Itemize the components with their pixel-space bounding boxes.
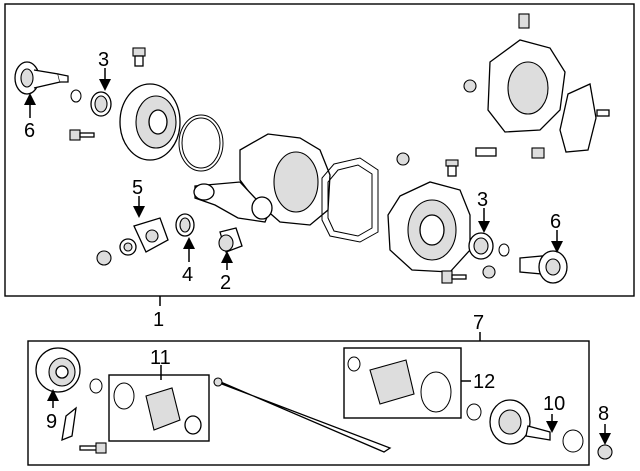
inner-cv-joint-housing <box>35 347 103 394</box>
callout-10: 10 <box>543 393 565 415</box>
callout-7: 7 <box>473 312 484 334</box>
vent-plug <box>132 47 146 67</box>
rear-cover-gasket <box>321 157 379 243</box>
outer-cv-joint <box>489 399 551 445</box>
callout-11: 11 <box>150 347 171 369</box>
bolt-left <box>69 129 95 141</box>
pinion-flange <box>133 217 169 253</box>
coupling-housing <box>463 13 566 133</box>
inner-boot-kit-box <box>108 374 210 442</box>
left-output-flange <box>14 61 69 95</box>
right-axle-seal <box>468 232 494 260</box>
washer-right <box>482 265 496 279</box>
callout-6-right: 6 <box>550 211 561 233</box>
sensor <box>475 147 545 159</box>
carrier-housing <box>193 133 331 226</box>
differential-assembly-frame <box>4 3 635 297</box>
mounting-bracket <box>559 83 597 153</box>
plug-small <box>396 152 410 166</box>
left-axle-seal <box>90 91 112 117</box>
rear-cover <box>387 181 471 273</box>
callout-2: 2 <box>220 272 231 294</box>
pinion-seal <box>175 213 195 237</box>
callout-12: 12 <box>473 371 495 393</box>
axle-shaft <box>213 377 392 453</box>
deflector <box>61 406 77 442</box>
left-snap-ring <box>70 89 82 103</box>
callout-9: 9 <box>46 411 57 433</box>
right-output-flange <box>519 250 568 284</box>
callout-4: 4 <box>182 264 193 286</box>
callout-8: 8 <box>598 403 609 425</box>
outer-boot-kit-box <box>343 347 462 419</box>
outer-snap-ring <box>562 429 584 453</box>
callout-6-left: 6 <box>24 120 35 142</box>
clamp-ring <box>466 403 482 421</box>
bolt-right <box>441 270 467 284</box>
right-snap-ring <box>498 243 510 257</box>
pinion-nut <box>96 250 112 266</box>
outer-boot-kit <box>347 356 452 413</box>
inner-boot-kit <box>113 382 202 435</box>
lower-bolt <box>79 442 107 454</box>
mount-bushing <box>218 227 243 253</box>
callout-5: 5 <box>132 177 143 199</box>
left-cover <box>119 83 181 161</box>
callout-3-left: 3 <box>98 49 109 71</box>
axle-nut <box>597 444 613 460</box>
bolt-bracket <box>596 109 610 117</box>
axle-shaft-assembly-frame <box>27 340 590 466</box>
fill-plug <box>445 159 459 177</box>
pinion-washer <box>119 238 137 256</box>
callout-3-right: 3 <box>477 189 488 211</box>
o-ring <box>178 114 224 172</box>
callout-1: 1 <box>153 309 164 331</box>
